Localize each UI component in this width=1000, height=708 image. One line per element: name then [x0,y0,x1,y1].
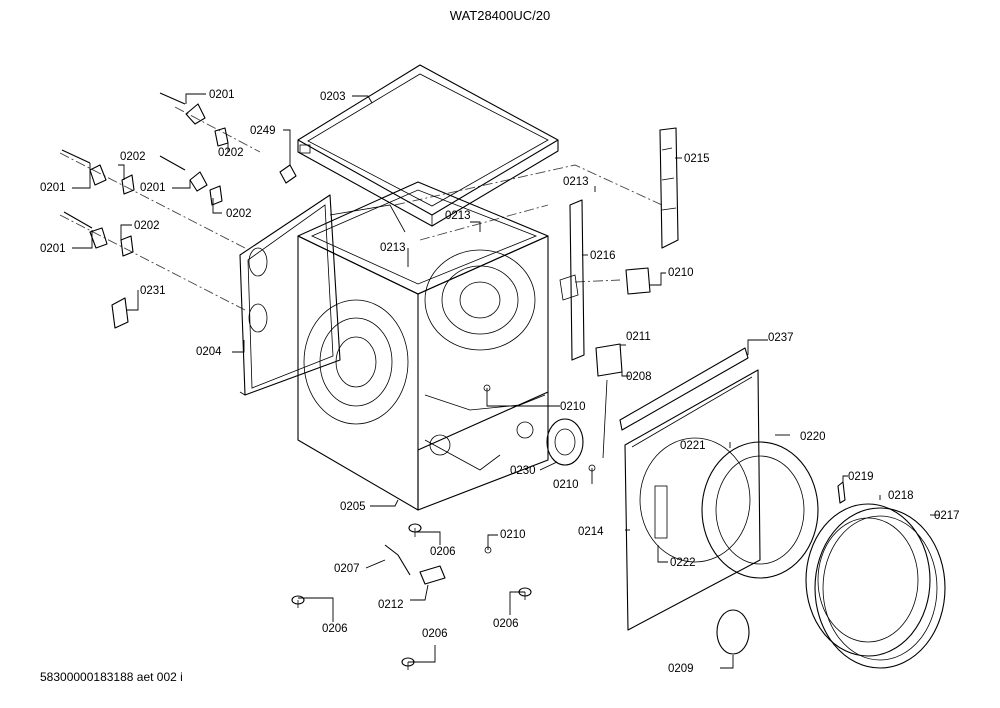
callout-0210: 0210 [668,267,694,279]
callout-0211: 0211 [626,331,651,343]
callout-0215: 0215 [684,153,710,165]
door-outer-part [814,507,946,669]
callout-0201: 0201 [40,243,66,255]
pump-part [546,418,584,466]
cabinet-housing-part [297,181,549,511]
callout-0237: 0237 [768,332,794,344]
hinge-rail-part [559,199,585,361]
front-panel-part [619,347,761,631]
callout-0217: 0217 [934,510,960,522]
callout-0207: 0207 [334,563,360,575]
diagram-title: WAT28400UC/20 [450,8,550,23]
callout-0206: 0206 [422,628,448,640]
rail-part [659,127,679,249]
callout-0218: 0218 [888,490,914,502]
callout-0212: 0212 [378,599,404,611]
callout-0249: 0249 [250,125,276,137]
callout-0213: 0213 [445,210,471,222]
callout-0214: 0214 [578,526,604,538]
door-small-parts [654,481,846,655]
callout-0202: 0202 [134,220,160,232]
callout-0216: 0216 [590,250,616,262]
callout-0210: 0210 [553,479,579,491]
callout-0205: 0205 [340,501,366,513]
callout-0203: 0203 [320,91,346,103]
callout-0222: 0222 [670,557,696,569]
callout-0208: 0208 [626,371,652,383]
callout-0202: 0202 [226,208,252,220]
callout-0219: 0219 [848,471,874,483]
door-inner-part [805,503,931,657]
top-cover-part [297,64,559,227]
callout-0213: 0213 [563,176,589,188]
callout-0201: 0201 [40,182,66,194]
callout-0221: 0221 [680,440,706,452]
callout-0206: 0206 [322,623,348,635]
callout-0209: 0209 [668,663,694,675]
door-ring-part [701,441,819,579]
callout-0206: 0206 [493,618,519,630]
callout-0201: 0201 [209,89,235,101]
callout-0206: 0206 [430,546,456,558]
callout-0204: 0204 [196,346,222,358]
clip-part [279,164,297,184]
callout-0202: 0202 [218,147,244,159]
leader-lines [72,93,940,669]
foot-parts [291,523,532,670]
assembly-lines [59,106,663,311]
callout-0231: 0231 [140,285,166,297]
callout-0230: 0230 [510,465,536,477]
callout-0210: 0210 [560,401,586,413]
diagram-footer: 58300000183188 aet 002 i [40,670,183,684]
callout-labels: 0201 0202 0249 0203 0202 0201 0201 0202 … [40,89,960,675]
callout-0210: 0210 [500,529,526,541]
bracket-part [111,297,129,329]
rear-panel-part [239,194,341,396]
callout-0213: 0213 [380,242,406,254]
callout-0201: 0201 [140,182,166,194]
callout-0220: 0220 [800,431,826,443]
callout-0202: 0202 [120,151,146,163]
